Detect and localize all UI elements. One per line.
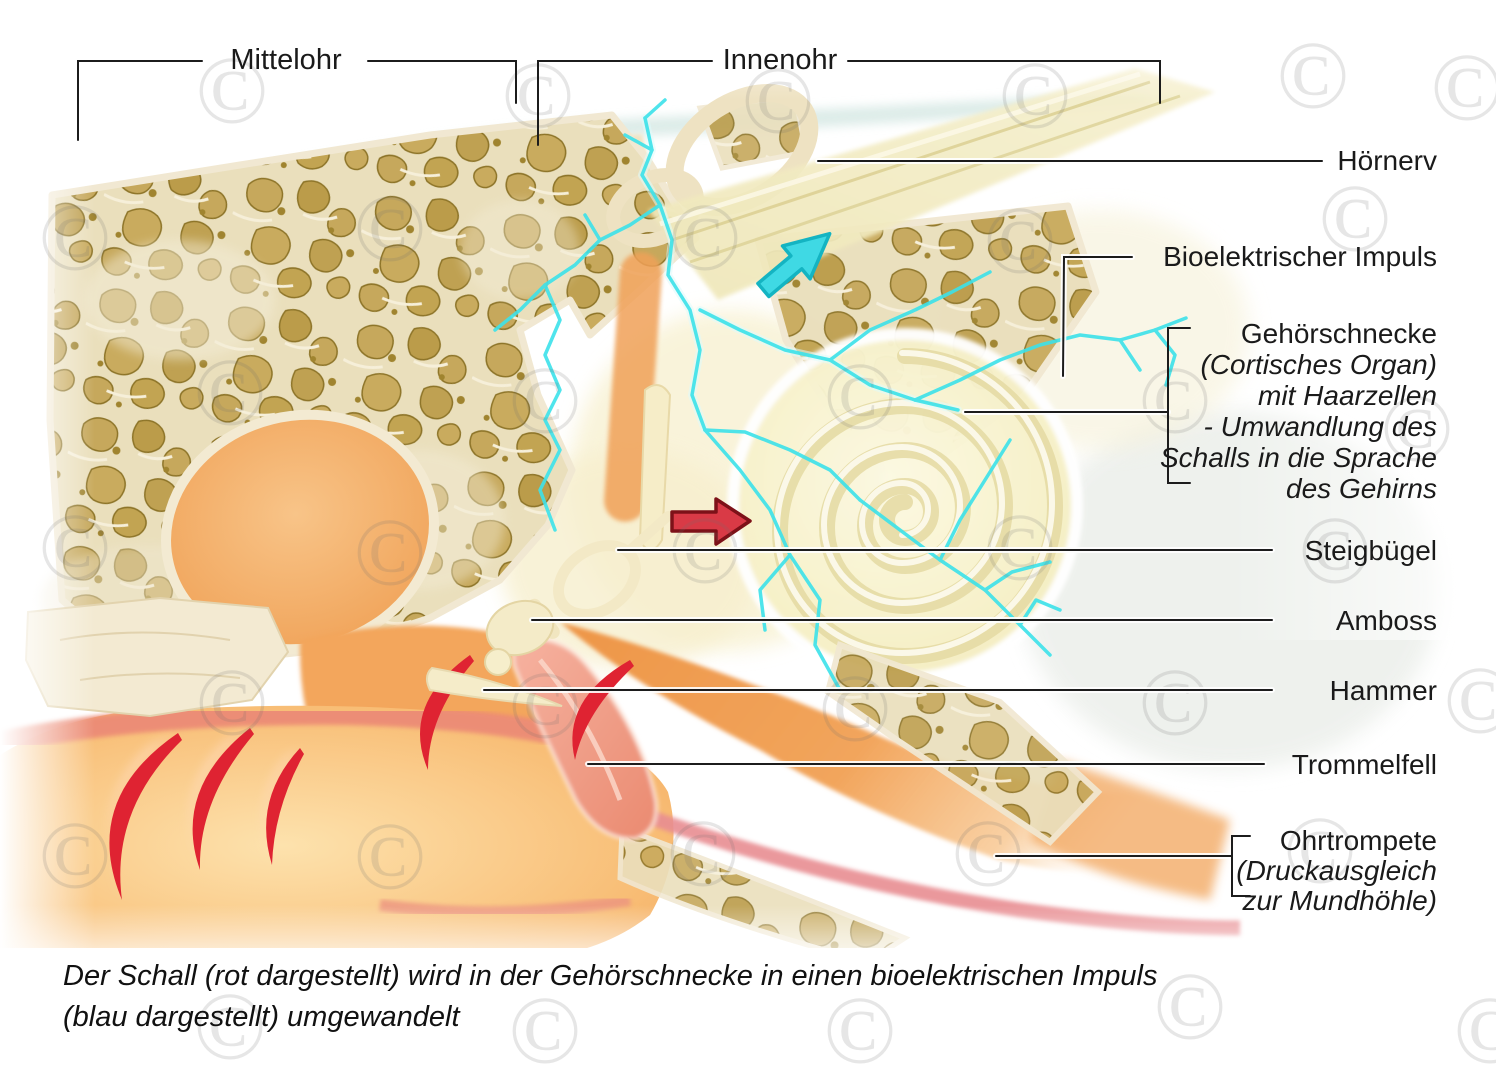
- label-gehoerschnecke: Gehörschnecke (Cortisches Organ) mit Haa…: [1160, 318, 1437, 504]
- label-bioelektrischer-impuls: Bioelektrischer Impuls: [1163, 241, 1437, 272]
- hoernerv-nerve-bundle: [648, 68, 1215, 300]
- copyright-watermark-icon: ©: [39, 184, 112, 291]
- copyright-watermark-icon: ©: [194, 973, 267, 1080]
- copyright-watermark-icon: ©: [1154, 953, 1227, 1060]
- label-mittelohr: Mittelohr: [230, 44, 342, 76]
- copyright-watermark-icon: ©: [354, 499, 427, 606]
- label-steigbuegel: Steigbügel: [1304, 535, 1437, 566]
- copyright-watermark-icon: ©: [354, 175, 427, 282]
- copyright-watermark-icon: ©: [1139, 649, 1212, 756]
- copyright-watermark-icon: ©: [824, 977, 897, 1080]
- steigbuegel-bone: [553, 540, 641, 620]
- label-hammer: Hammer: [1329, 675, 1437, 706]
- caption-line1: Der Schall (rot dargestellt) wird in der…: [63, 960, 1158, 992]
- copyright-watermark-icon: ©: [509, 977, 582, 1080]
- copyright-watermark-icon: ©: [819, 655, 892, 762]
- label-gehoerschnecke-line4: - Umwandlung des: [1203, 411, 1437, 442]
- impulse-direction-arrow-icon: [756, 231, 832, 299]
- copyright-watermark-icon: ©: [39, 494, 112, 601]
- label-ohrtrompete-title: Ohrtrompete: [1279, 825, 1437, 856]
- copyright-watermark-icon: ©: [1277, 22, 1350, 129]
- innenohr-bracket: [537, 60, 713, 146]
- ohrtrompete-bracket: [1231, 835, 1251, 897]
- amboss-bone: [485, 599, 555, 657]
- copyright-watermark-icon: ©: [1139, 347, 1212, 454]
- copyright-watermark-icon: ©: [1284, 797, 1357, 904]
- sound-wave-5: [572, 660, 634, 760]
- copyright-watermark-icon: ©: [824, 343, 897, 450]
- label-amboss: Amboss: [1335, 605, 1437, 636]
- sound-wave-3: [266, 748, 304, 865]
- caption-line2: (blau dargestellt) umgewandelt: [63, 1001, 460, 1033]
- copyright-watermark-icon: ©: [742, 47, 815, 154]
- label-gehoerschnecke-line3: mit Haarzellen: [1258, 380, 1437, 411]
- label-hoernerv: Hörnerv: [1337, 145, 1437, 176]
- label-ohrtrompete-line3: zur Mundhöhle): [1242, 885, 1437, 916]
- copyright-watermark-icon: ©: [1299, 497, 1372, 604]
- sound-direction-arrow-icon: [670, 497, 752, 546]
- sound-wave-1: [109, 733, 182, 900]
- label-innenohr: Innenohr: [722, 44, 838, 76]
- copyright-watermark-icon: ©: [196, 37, 269, 144]
- gehoerschnecke-bracket: [1167, 327, 1191, 484]
- copyright-watermark-icon: ©: [1431, 34, 1496, 141]
- copyright-watermark-icon: ©: [1454, 977, 1496, 1080]
- label-gehoerschnecke-title: Gehörschnecke: [1240, 318, 1437, 349]
- copyright-watermark-icon: ©: [984, 187, 1057, 294]
- copyright-watermark-icon: ©: [354, 803, 427, 910]
- label-ohrtrompete: Ohrtrompete (Druckausgleich zur Mundhöhl…: [1236, 826, 1437, 916]
- copyright-watermark-icon: ©: [669, 184, 742, 291]
- bioimpuls-leader: [1062, 256, 1133, 377]
- copyright-watermark-icon: ©: [1444, 647, 1496, 754]
- copyright-watermark-icon: ©: [194, 339, 267, 446]
- sound-wave-2: [192, 728, 254, 870]
- label-trommelfell: Trommelfell: [1291, 749, 1437, 780]
- figure-caption: Der Schall (rot dargestellt) wird in der…: [63, 956, 1157, 1038]
- label-gehoerschnecke-line6: des Gehirns: [1286, 473, 1437, 504]
- copyright-watermark-icon: ©: [1319, 165, 1392, 272]
- label-gehoerschnecke-line2: (Cortisches Organ): [1200, 349, 1437, 380]
- copyright-watermark-icon: ©: [509, 652, 582, 759]
- label-gehoerschnecke-line5: Schalls in die Sprache: [1159, 442, 1437, 473]
- copyright-watermark-icon: ©: [1381, 375, 1454, 482]
- copyright-watermark-icon: ©: [509, 347, 582, 454]
- ossicle-strut: [638, 384, 672, 551]
- copyright-watermark-icon: ©: [999, 42, 1072, 149]
- bioelectric-nerve-branches: [493, 98, 1188, 692]
- copyright-watermark-icon: ©: [196, 649, 269, 756]
- leader-lines: [77, 60, 1325, 897]
- mittelohr-bracket: [77, 60, 203, 141]
- copyright-watermark-icon: ©: [667, 800, 740, 907]
- copyright-watermark-icon: ©: [39, 802, 112, 909]
- label-ohrtrompete-line2: (Druckausgleich: [1236, 855, 1437, 886]
